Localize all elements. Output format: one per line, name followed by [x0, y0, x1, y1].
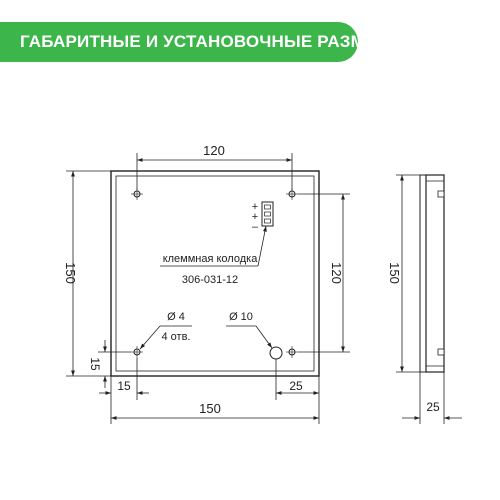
front-view: + + – клеммная колодка 306-031-12 Ø 4 4 … — [63, 143, 350, 424]
dim-bottom-right — [275, 359, 320, 424]
dim-side-height-label: 150 — [387, 262, 402, 284]
small-hole-leader — [139, 325, 161, 350]
dim-side-left-label: 15 — [88, 357, 102, 371]
terminal-block — [261, 201, 274, 227]
panel-outline — [110, 170, 320, 377]
polarity-plus-label: + — [252, 211, 258, 223]
dim-right-label: 120 — [329, 262, 344, 284]
terminal-label: клеммная колодка — [163, 253, 259, 265]
polarity-plus-label: + — [252, 201, 258, 213]
dim-side-height — [396, 174, 420, 373]
dim-top — [136, 153, 293, 190]
small-hole-count-label: 4 отв. — [162, 331, 191, 343]
dim-bottom-left-label: 15 — [117, 379, 131, 393]
hole-centerlines — [131, 188, 298, 358]
dim-bottom-label: 150 — [199, 401, 221, 416]
dim-side-left — [98, 340, 131, 388]
cable-hole — [269, 346, 283, 360]
large-hole-leader — [255, 325, 273, 349]
dim-left-label: 150 — [63, 262, 78, 284]
page-title: ГАБАРИТНЫЕ И УСТАНОВОЧНЫЕ РАЗМЕРЫ — [20, 32, 405, 51]
dim-right — [298, 193, 350, 353]
dim-top-label: 120 — [203, 143, 225, 158]
terminal-leader — [257, 225, 267, 267]
large-hole-label: Ø 10 — [229, 311, 253, 323]
side-view: 150 25 — [387, 174, 462, 424]
dim-side-depth-label: 25 — [426, 400, 440, 414]
small-hole-label: Ø 4 — [167, 311, 185, 323]
dim-bottom-left — [99, 358, 149, 424]
side-body — [425, 174, 445, 373]
title-banner: ГАБАРИТНЫЕ И УСТАНОВОЧНЫЕ РАЗМЕРЫ — [0, 22, 405, 62]
dim-side-depth — [402, 372, 462, 424]
side-bracket — [437, 348, 445, 356]
polarity-minus-label: – — [252, 221, 259, 233]
terminal-code-label: 306-031-12 — [182, 274, 238, 286]
side-bracket — [437, 190, 445, 198]
dim-bottom-right-label: 25 — [289, 379, 303, 393]
panel-inner-frame — [115, 175, 315, 372]
side-body-back — [419, 174, 427, 373]
